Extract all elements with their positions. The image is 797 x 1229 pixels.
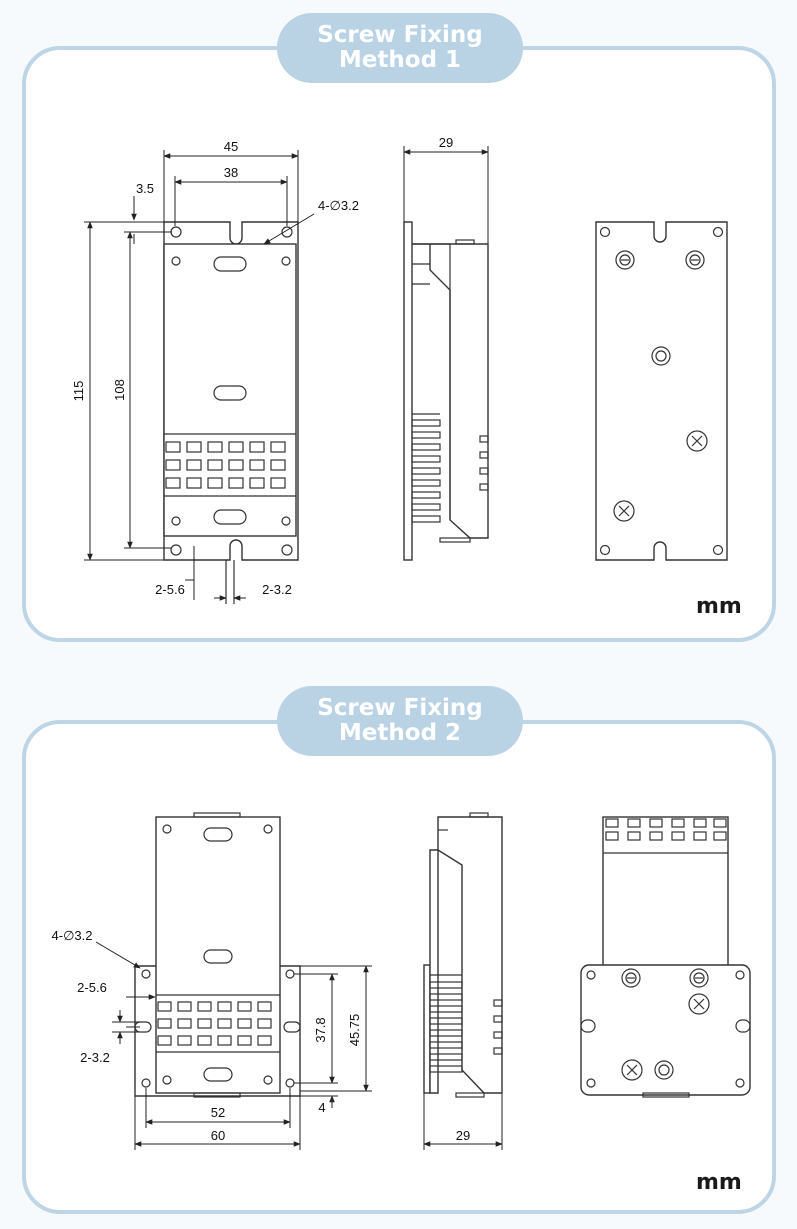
method1-side-dimensions: 29 (403, 135, 489, 244)
method1-back-view (595, 221, 728, 561)
m1-dim-115: 115 (71, 381, 86, 402)
m2-dim-60: 60 (211, 1128, 225, 1143)
m1-dim-45: 45 (224, 139, 238, 154)
m2-dim-45.75: 45.75 (347, 1014, 362, 1047)
method1-front-view (163, 221, 299, 604)
method2-front-view (134, 812, 301, 1098)
method2-side-view (423, 812, 503, 1098)
m2-dim-slot-gap: 2-3.2 (80, 1050, 110, 1065)
method2-side-dimensions: 29 (423, 1093, 503, 1150)
m1-dim-holes: 4-∅3.2 (318, 198, 359, 213)
method1-unit-label: mm (696, 594, 742, 619)
method2-front-dimensions: 4-∅3.2 2-5.6 2-3.2 37.8 45.75 4 52 60 (52, 928, 372, 1150)
method1-side-view (403, 221, 489, 561)
m1-dim-3.5: 3.5 (136, 181, 154, 196)
method2-title-badge: Screw Fixing Method 2 (277, 686, 523, 756)
method1-title-line1: Screw Fixing (317, 22, 483, 48)
m2-dim-37.8: 37.8 (313, 1017, 328, 1042)
m1-dim-108: 108 (112, 379, 127, 401)
m1-dim-slot-gap: 2-3.2 (262, 582, 292, 597)
m1-dim-slot-width: 2-5.6 (155, 582, 185, 597)
method2-unit-label: mm (696, 1170, 742, 1195)
method2-back-view (580, 816, 751, 1098)
method1-front-dimensions: 45 38 3.5 4-∅3.2 115 108 2-5.6 2-3.2 (71, 139, 359, 601)
method2-title-line2: Method 2 (338, 720, 462, 746)
m2-dim-slot-width: 2-5.6 (77, 980, 107, 995)
m2-dim-4: 4 (318, 1100, 325, 1115)
m2-dim-29: 29 (456, 1128, 470, 1143)
method1-title-line2: Method 1 (338, 47, 462, 73)
method1-title-badge: Screw Fixing Method 1 (277, 13, 523, 83)
m2-dim-52: 52 (211, 1105, 225, 1120)
m2-dim-holes: 4-∅3.2 (52, 928, 93, 943)
m1-dim-29: 29 (439, 135, 453, 150)
m1-dim-38: 38 (224, 165, 238, 180)
method2-title-line1: Screw Fixing (317, 695, 483, 721)
